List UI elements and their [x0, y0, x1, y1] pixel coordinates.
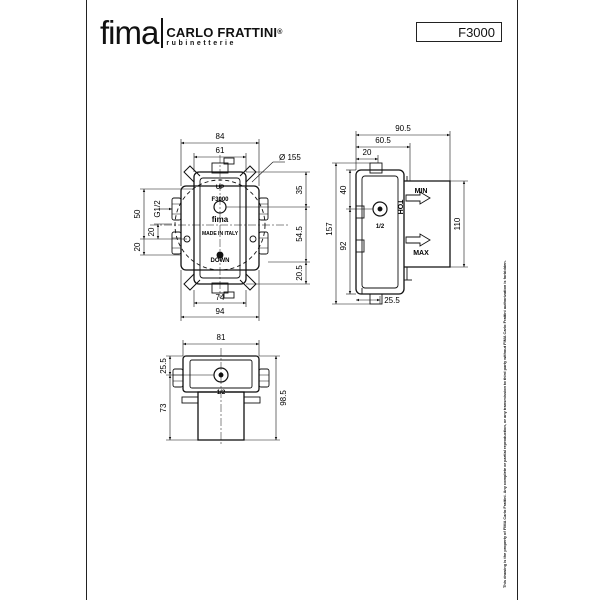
brand-divider — [161, 18, 164, 48]
dim-side-40: 40 — [339, 185, 348, 194]
dim-front-20a: 20 — [133, 242, 142, 251]
bottom-view — [172, 348, 270, 445]
front-ear-bottom-left — [183, 273, 201, 291]
front-fitting-right-top — [258, 197, 269, 221]
front-ear-top-right — [239, 165, 257, 183]
dim-front-50: 50 — [133, 209, 142, 218]
bottom-dimensions — [166, 340, 280, 441]
brand-logo-text: fima — [100, 14, 159, 51]
brand-name-block: CARLO FRATTINI® rubinetterie — [166, 26, 282, 48]
bottom-fitting-right — [258, 368, 270, 388]
dim-side-92: 92 — [339, 241, 348, 250]
front-label-brand: fima — [212, 215, 229, 224]
dim-front-35: 35 — [295, 185, 304, 194]
front-fitting-right-bottom — [258, 231, 269, 255]
dim-side-110: 110 — [453, 217, 462, 230]
side-arrow-max — [405, 233, 431, 247]
front-label-up: UP — [216, 185, 224, 191]
dim-side-20: 20 — [363, 148, 372, 157]
side-dimensions — [332, 131, 468, 305]
dim-front-94: 94 — [216, 307, 225, 316]
dim-front-20b: 20 — [147, 227, 156, 236]
bottom-label-12: 1/2 — [217, 390, 226, 396]
front-fitting-left-top — [171, 197, 182, 221]
side-body-inner — [361, 175, 399, 289]
side-body-outline — [355, 169, 405, 295]
dim-front-205: 20.5 — [295, 265, 304, 281]
front-body-outline — [193, 171, 247, 285]
dim-front-61: 61 — [216, 146, 225, 155]
front-dimensions — [140, 139, 310, 321]
dim-front-84: 84 — [216, 132, 225, 141]
brand-logo: fima CARLO FRATTINI® rubinetterie — [100, 14, 283, 51]
dim-side-905: 90.5 — [395, 124, 411, 133]
dim-side-157: 157 — [325, 222, 334, 236]
front-view — [150, 155, 290, 299]
dim-bottom-255: 25.5 — [159, 358, 168, 374]
side-fitting-top — [355, 205, 365, 219]
bottom-tab-left — [181, 396, 199, 404]
front-ear-top-left — [183, 165, 201, 183]
side-outlet-top — [369, 162, 383, 174]
side-arrow-min — [405, 191, 431, 205]
dim-front-545: 54.5 — [295, 226, 304, 242]
front-fitting-left-bottom — [171, 231, 182, 255]
front-outlet-bottom — [211, 282, 229, 294]
front-label-model: F3000 — [211, 197, 229, 203]
side-label-min: MIN — [415, 188, 428, 195]
side-label-max: MAX — [413, 250, 429, 257]
front-body-inner — [199, 177, 241, 279]
brand-name: CARLO FRATTINI® — [166, 25, 283, 40]
dim-front-circle: Ø 155 — [279, 153, 301, 162]
front-dot — [216, 251, 224, 259]
dim-front-74: 74 — [216, 293, 225, 302]
bottom-tab-right — [243, 396, 261, 404]
front-tab-bottom — [223, 291, 235, 299]
front-screw-right — [249, 235, 257, 243]
side-label-12: 1/2 — [376, 224, 385, 230]
side-view — [355, 162, 451, 305]
dim-side-255: 25.5 — [384, 296, 400, 305]
drawing-code-box: F3000 — [416, 22, 502, 42]
bottom-fitting-left — [172, 368, 184, 388]
brand-subtitle: rubinetterie — [166, 40, 237, 47]
dim-bottom-81: 81 — [217, 333, 226, 342]
side-fitting-bottom — [355, 239, 365, 253]
dim-bottom-985: 98.5 — [279, 390, 288, 406]
front-label-made-in: MADE IN ITALY — [202, 231, 239, 237]
dim-side-605: 60.5 — [375, 136, 391, 145]
side-label-toh: TOH — [396, 200, 403, 215]
drawing-code: F3000 — [458, 24, 495, 40]
side-extension-box — [404, 180, 451, 268]
dim-bottom-73: 73 — [159, 403, 168, 412]
front-ear-bottom-right — [239, 273, 257, 291]
drawing-sheet-frame — [86, 0, 518, 600]
front-outlet-top — [211, 162, 229, 174]
front-body-flange — [180, 185, 260, 271]
dim-front-g12: G1/2 — [153, 200, 162, 218]
front-label-down: DOWN — [211, 258, 230, 264]
side-cartridge-center — [377, 206, 383, 212]
